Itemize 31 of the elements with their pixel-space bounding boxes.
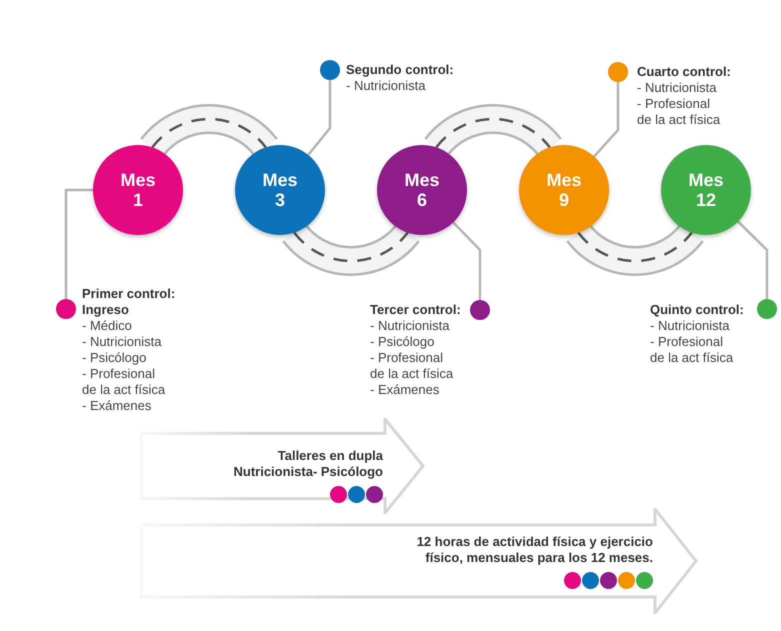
leader-line — [593, 82, 620, 158]
list-item: - Médico — [82, 318, 133, 334]
list-item: - Psicólogo — [82, 350, 148, 366]
milestone-heading: Tercer control: — [370, 302, 462, 318]
milestone-heading: Segundo control: — [346, 62, 455, 78]
list-item: - Profesional de la act física — [370, 350, 454, 382]
list-item: - Profesional de la act física — [637, 96, 722, 128]
band-text: 12 horas de actividad física y ejercicio físico, mensuales para los 12 meses. — [416, 534, 653, 566]
list-item: - Nutricionista — [82, 334, 162, 350]
list-item: - Nutricionista — [346, 78, 426, 94]
band-text: Talleres en dupla Nutricionista- Psicólogo — [232, 448, 383, 480]
month-circle: Mes 1 — [93, 145, 183, 235]
milestone-heading: Quinto control: — [650, 302, 745, 318]
milestone-heading: Cuarto control: — [637, 64, 732, 80]
list-item: - Nutricionista — [650, 318, 730, 334]
list-item: - Profesional de la act física — [82, 366, 166, 398]
list-item: - Psicólogo — [370, 334, 436, 350]
list-item: - Exámenes — [82, 398, 152, 414]
leader-line — [307, 80, 332, 156]
month-circle: Mes 6 — [377, 145, 467, 235]
list-item: - Profesional de la act física — [650, 334, 734, 366]
leader-line — [737, 220, 768, 299]
list-item: - Exámenes — [370, 382, 440, 398]
milestone-heading: Primer control: Ingreso — [82, 286, 176, 318]
leader-line — [452, 221, 482, 300]
month-circle: Mes 3 — [235, 145, 325, 235]
leader-line — [64, 188, 93, 299]
list-item: - Nutricionista — [370, 318, 450, 334]
month-circle: Mes 9 — [519, 145, 609, 235]
list-item: - Nutricionista — [637, 80, 718, 96]
month-circle: Mes 12 — [661, 145, 751, 235]
